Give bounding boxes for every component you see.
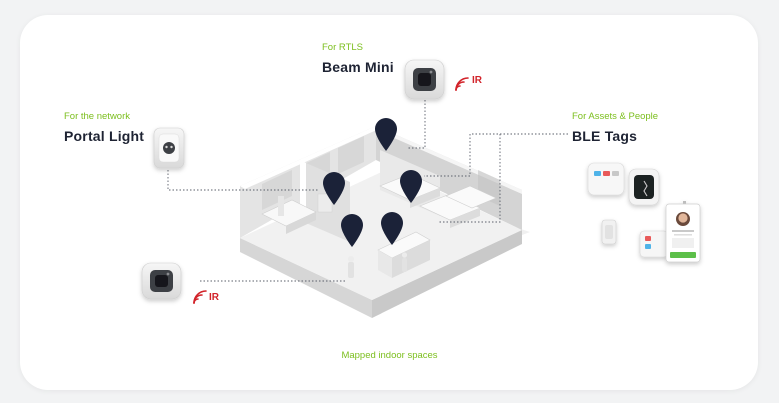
ir-signal-icon	[455, 77, 469, 91]
beam-mini-ir-label: IR	[472, 75, 482, 86]
asset-tag-icon	[587, 162, 625, 196]
floor-beacon-ir-label: IR	[209, 292, 219, 303]
beam-mini-device-icon	[404, 59, 445, 100]
beam-mini-subtitle: For RTLS	[322, 42, 364, 53]
id-badge-icon	[665, 201, 701, 263]
clip-tag-icon	[601, 219, 617, 245]
diagram-caption: Mapped indoor spaces	[341, 350, 438, 361]
location-pin-icon	[400, 170, 422, 203]
ble-tags-title: BLE Tags	[572, 128, 638, 144]
ir-signal-icon	[193, 290, 207, 304]
location-pin-icon	[375, 118, 397, 151]
location-pins	[323, 118, 422, 247]
portal-light-device-icon	[153, 127, 185, 169]
connector-lines	[167, 100, 568, 282]
dark-ble-tag-icon	[628, 168, 660, 206]
floor-beacon-device-icon	[141, 262, 182, 300]
location-pin-icon	[341, 214, 363, 247]
ble-tags-group	[587, 162, 701, 263]
portal-light-subtitle: For the network	[64, 111, 130, 122]
portal-light-title: Portal Light	[64, 128, 145, 144]
card-tag-icon	[639, 230, 669, 258]
location-pin-icon	[323, 172, 345, 205]
location-pin-icon	[381, 212, 403, 245]
ble-tags-subtitle: For Assets & People	[572, 111, 659, 122]
floor-plan-model	[240, 126, 530, 318]
beam-mini-title: Beam Mini	[322, 59, 394, 75]
